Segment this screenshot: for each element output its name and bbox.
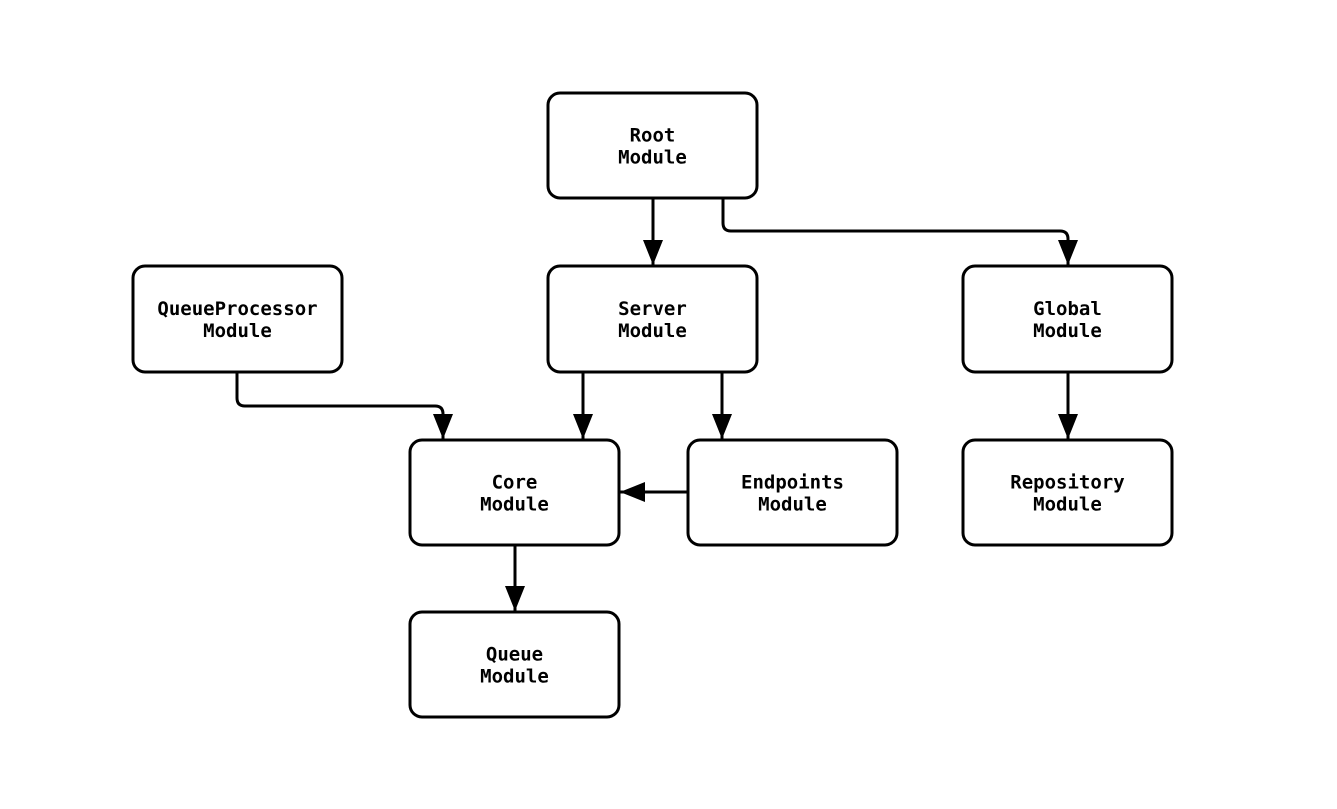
node-box-endpoints <box>686 438 899 547</box>
node-box-root <box>546 91 759 200</box>
node-box-repository <box>961 438 1174 547</box>
edge-root-global <box>721 198 1078 265</box>
node-box-queueprocessor <box>131 264 344 374</box>
node-box-server <box>546 264 759 374</box>
node-box-core <box>408 438 621 547</box>
node-box-global <box>961 264 1174 374</box>
edge-queueprocessor-core <box>235 372 453 439</box>
node-box-queue <box>408 610 621 719</box>
edges-layer <box>235 198 1078 611</box>
